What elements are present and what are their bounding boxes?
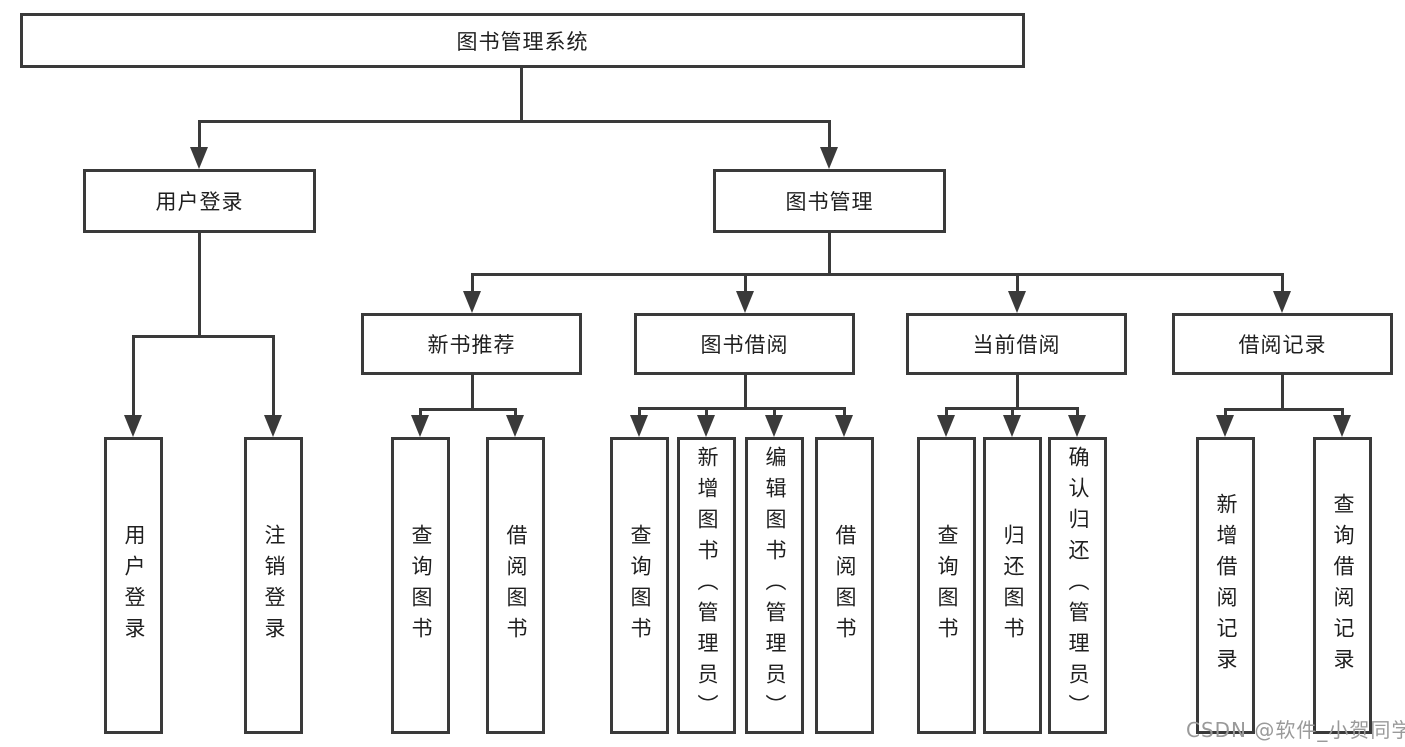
connector-line bbox=[1016, 375, 1019, 407]
connector-line bbox=[843, 407, 846, 417]
leaf-label: 借阅图书 bbox=[833, 523, 857, 648]
connector-line bbox=[471, 273, 1284, 276]
leaf-query-books: 查询图书 bbox=[391, 437, 450, 734]
connector-line bbox=[272, 335, 275, 417]
connector-line bbox=[1011, 407, 1014, 417]
leaf-label: 查询借阅记录 bbox=[1331, 492, 1355, 679]
arrowhead-icon bbox=[463, 291, 481, 313]
arrowhead-icon bbox=[736, 291, 754, 313]
arrowhead-icon bbox=[937, 415, 955, 437]
connector-line bbox=[132, 335, 135, 417]
connector-line bbox=[1224, 408, 1227, 417]
arrowhead-icon bbox=[1216, 415, 1234, 437]
connector-line bbox=[638, 407, 641, 417]
node-label: 新书推荐 bbox=[427, 333, 516, 357]
leaf-confirm-return-admin: 确认归还（管理员） bbox=[1048, 437, 1107, 734]
connector-line bbox=[744, 273, 747, 293]
leaf-logout: 注销登录 bbox=[244, 437, 303, 734]
arrowhead-icon bbox=[835, 415, 853, 437]
arrowhead-icon bbox=[124, 415, 142, 437]
leaf-label: 编辑图书（管理员） bbox=[763, 446, 787, 725]
arrowhead-icon bbox=[1003, 415, 1021, 437]
leaf-add-books-admin: 新增图书（管理员） bbox=[677, 437, 736, 734]
connector-line bbox=[744, 375, 747, 407]
node-current-borrow: 当前借阅 bbox=[906, 313, 1127, 375]
leaf-label: 归还图书 bbox=[1001, 523, 1025, 648]
leaf-query-books: 查询图书 bbox=[610, 437, 669, 734]
leaf-label: 注销登录 bbox=[262, 523, 286, 648]
connector-line bbox=[705, 407, 708, 417]
arrowhead-icon bbox=[190, 147, 208, 169]
connector-line bbox=[1076, 407, 1079, 417]
leaf-add-borrow-record: 新增借阅记录 bbox=[1196, 437, 1255, 734]
connector-line bbox=[828, 120, 831, 149]
node-label: 图书管理系统 bbox=[456, 29, 589, 54]
node-new-book-recommend: 新书推荐 bbox=[361, 313, 582, 375]
connector-line bbox=[828, 233, 831, 273]
node-book-borrow: 图书借阅 bbox=[634, 313, 855, 375]
arrowhead-icon bbox=[1008, 291, 1026, 313]
leaf-label: 新增图书（管理员） bbox=[695, 446, 719, 725]
node-user-login: 用户登录 bbox=[83, 169, 316, 233]
connector-line bbox=[1224, 408, 1344, 411]
node-label: 用户登录 bbox=[155, 190, 244, 214]
watermark: CSDN @软件_小贺同学 bbox=[1186, 718, 1405, 742]
arrowhead-icon bbox=[411, 415, 429, 437]
leaf-borrow-books: 借阅图书 bbox=[815, 437, 874, 734]
leaf-query-books: 查询图书 bbox=[917, 437, 976, 734]
arrowhead-icon bbox=[506, 415, 524, 437]
connector-line bbox=[419, 408, 422, 417]
leaf-user-login: 用户登录 bbox=[104, 437, 163, 734]
node-library-system: 图书管理系统 bbox=[20, 13, 1025, 68]
leaf-return-books: 归还图书 bbox=[983, 437, 1042, 734]
node-label: 当前借阅 bbox=[972, 333, 1061, 357]
connector-line bbox=[198, 120, 831, 123]
connector-line bbox=[471, 375, 474, 408]
leaf-label: 新增借阅记录 bbox=[1214, 492, 1238, 679]
connector-line bbox=[1281, 375, 1284, 408]
connector-line bbox=[419, 408, 517, 411]
arrowhead-icon bbox=[697, 415, 715, 437]
connector-line bbox=[520, 68, 523, 120]
connector-line bbox=[638, 407, 846, 410]
arrowhead-icon bbox=[1273, 291, 1291, 313]
connector-line bbox=[945, 407, 948, 417]
arrowhead-icon bbox=[765, 415, 783, 437]
connector-line bbox=[198, 120, 201, 149]
connector-line bbox=[132, 335, 275, 338]
connector-line bbox=[773, 407, 776, 417]
node-label: 图书管理 bbox=[785, 190, 874, 214]
arrowhead-icon bbox=[1333, 415, 1351, 437]
connector-line bbox=[1341, 408, 1344, 417]
connector-line bbox=[1281, 273, 1284, 293]
connector-line bbox=[514, 408, 517, 417]
arrowhead-icon bbox=[1068, 415, 1086, 437]
leaf-label: 确认归还（管理员） bbox=[1066, 446, 1090, 725]
leaf-query-borrow-record: 查询借阅记录 bbox=[1313, 437, 1372, 734]
leaf-label: 查询图书 bbox=[628, 523, 652, 648]
connector-line bbox=[471, 273, 474, 293]
arrowhead-icon bbox=[820, 147, 838, 169]
node-borrow-records: 借阅记录 bbox=[1172, 313, 1393, 375]
leaf-label: 查询图书 bbox=[935, 523, 959, 648]
connector-line bbox=[198, 233, 201, 335]
arrowhead-icon bbox=[264, 415, 282, 437]
leaf-label: 借阅图书 bbox=[504, 523, 528, 648]
leaf-label: 查询图书 bbox=[409, 523, 433, 648]
leaf-borrow-books: 借阅图书 bbox=[486, 437, 545, 734]
connector-line bbox=[1016, 273, 1019, 293]
node-label: 图书借阅 bbox=[700, 333, 789, 357]
node-label: 借阅记录 bbox=[1238, 333, 1327, 357]
node-book-management: 图书管理 bbox=[713, 169, 946, 233]
arrowhead-icon bbox=[630, 415, 648, 437]
leaf-edit-books-admin: 编辑图书（管理员） bbox=[745, 437, 804, 734]
leaf-label: 用户登录 bbox=[122, 523, 146, 648]
